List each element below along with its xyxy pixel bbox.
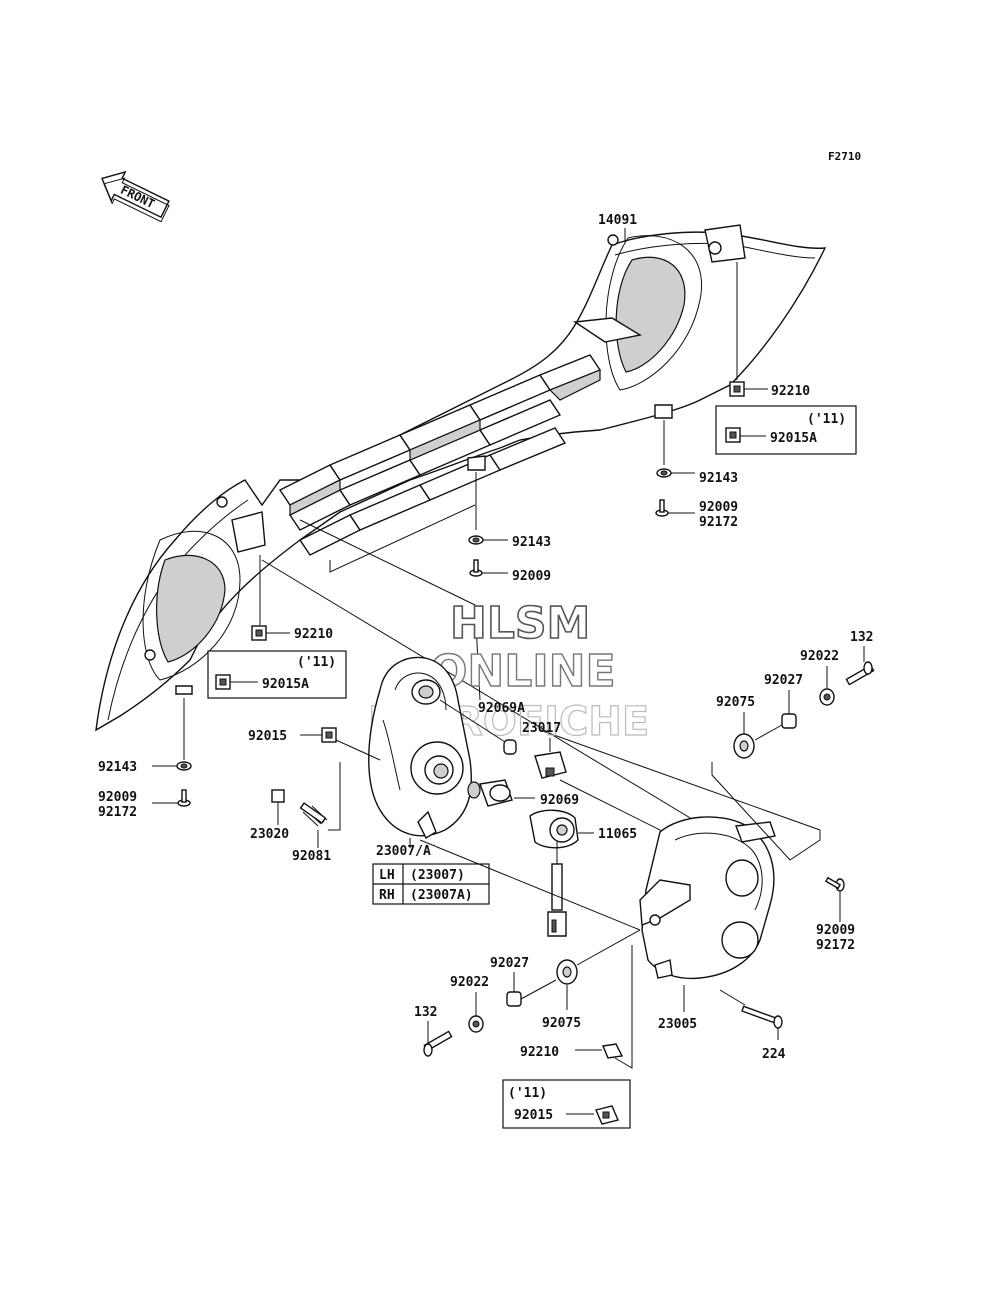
- screw-92009-left: [177, 789, 191, 807]
- label-23005: 23005: [658, 1017, 697, 1032]
- label-92009-right: 92009: [699, 500, 738, 515]
- label-92022-top: 92022: [800, 649, 839, 664]
- label-132-top: 132: [850, 630, 873, 645]
- grommet-92075-top: [733, 733, 755, 759]
- label-92015A-left: 92015A: [262, 677, 309, 692]
- year-note-box-left: [207, 650, 347, 699]
- label-92009-mid: 92009: [512, 569, 551, 584]
- housing-23005-part: [639, 816, 776, 980]
- collar-92027-top: [781, 713, 797, 729]
- side-table-row2-part: (23007A): [410, 888, 473, 903]
- front-arrow-icon: FRONT: [101, 170, 170, 223]
- spring-92081: [299, 802, 328, 827]
- side-table-row1-part: (23007): [410, 868, 465, 883]
- watermark-line1: HLSM: [450, 598, 590, 649]
- washer-92143-right: [656, 468, 672, 478]
- label-23020: 23020: [250, 827, 289, 842]
- label-92015-bot: 92015: [514, 1108, 553, 1123]
- label-92075-top: 92075: [716, 695, 755, 710]
- screw-92009-right: [655, 499, 669, 517]
- label-92172-left: 92172: [98, 805, 137, 820]
- upper-cover-part: [95, 224, 827, 732]
- label-92210-bot: 92210: [520, 1045, 559, 1060]
- figure-id: F2710: [828, 150, 861, 163]
- washer-92022-top: [819, 688, 835, 706]
- screw-92009-rb: [824, 876, 845, 892]
- label-92069A: 92069A: [478, 701, 525, 716]
- collar-92027-bot: [506, 991, 522, 1007]
- headlamp-23007-part: [368, 656, 473, 839]
- grommet-92075-bot: [556, 959, 578, 985]
- label-92009-left: 92009: [98, 790, 137, 805]
- label-14091: 14091: [598, 213, 637, 228]
- washer-92143-mid: [468, 535, 484, 545]
- label-92027-top: 92027: [764, 673, 803, 688]
- nut-92210-bot: [602, 1043, 624, 1059]
- nut-23020: [271, 789, 285, 803]
- label-23017: 23017: [522, 721, 561, 736]
- label-23007A: 23007/A: [376, 844, 431, 859]
- watermark-line2: ONLINE: [430, 646, 616, 697]
- note-11-bot: ('11): [508, 1086, 547, 1101]
- label-92143-mid: 92143: [512, 535, 551, 550]
- clip-92015: [321, 727, 337, 743]
- screw-92009-mid: [469, 559, 483, 577]
- label-92022-bot: 92022: [450, 975, 489, 990]
- washer-92143-left: [176, 761, 192, 771]
- grille-slats: [278, 354, 602, 556]
- cap-11065: [529, 809, 579, 937]
- side-table-row2-side: RH: [379, 888, 395, 903]
- label-92027-bot: 92027: [490, 956, 529, 971]
- label-92009-rb: 92009: [816, 923, 855, 938]
- bolt-132-top: [845, 661, 875, 686]
- nut-92210-top: [729, 381, 745, 397]
- side-table: LH (23007) RH (23007A): [372, 863, 490, 905]
- label-92075-bot: 92075: [542, 1016, 581, 1031]
- label-92081: 92081: [292, 849, 331, 864]
- note-11-left: ('11): [297, 655, 336, 670]
- note-11-top: ('11): [807, 412, 846, 427]
- label-224: 224: [762, 1047, 786, 1062]
- clip-92015A-left: [215, 674, 231, 690]
- bulb-92069: [467, 779, 513, 807]
- label-92172-right: 92172: [699, 515, 738, 530]
- screw-224: [741, 1005, 783, 1029]
- label-92015: 92015: [248, 729, 287, 744]
- label-92143-right: 92143: [699, 471, 738, 486]
- label-92210-left: 92210: [294, 627, 333, 642]
- clip-92015A-top: [725, 427, 741, 443]
- label-92143-left: 92143: [98, 760, 137, 775]
- nut-92210-left: [251, 625, 267, 641]
- clip-92015-bot: [595, 1105, 619, 1125]
- label-132-bot: 132: [414, 1005, 437, 1020]
- bulb-92069A: [503, 739, 517, 755]
- washer-92022-bot: [468, 1015, 484, 1033]
- label-92210-top: 92210: [771, 384, 810, 399]
- label-92069: 92069: [540, 793, 579, 808]
- label-92172-rb: 92172: [816, 938, 855, 953]
- socket-23017: [534, 751, 567, 779]
- label-92015A-top: 92015A: [770, 431, 817, 446]
- side-table-row1-side: LH: [379, 868, 395, 883]
- label-11065: 11065: [598, 827, 637, 842]
